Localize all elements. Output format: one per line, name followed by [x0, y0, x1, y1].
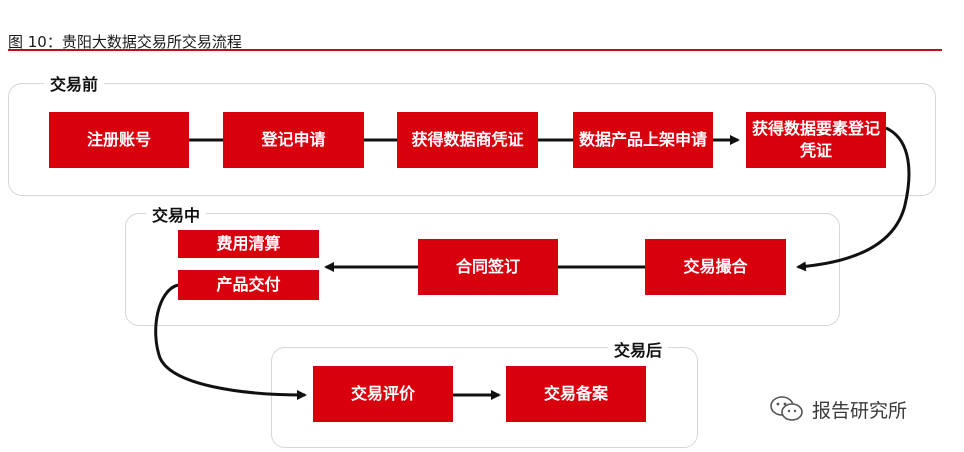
step-delivery: 产品交付 — [178, 270, 319, 300]
step-merchant-cert: 获得数据商凭证 — [397, 112, 538, 168]
figure-title: 图 10：贵阳大数据交易所交易流程 — [8, 33, 242, 51]
wechat-icon — [770, 396, 803, 421]
watermark-text: 报告研究所 — [812, 399, 908, 422]
step-settlement: 费用清算 — [178, 230, 319, 258]
step-listing: 数据产品上架申请 — [573, 112, 713, 168]
watermark: 报告研究所 — [768, 395, 907, 423]
step-register: 注册账号 — [49, 112, 189, 168]
step-element-cert: 获得数据要素登记凭证 — [746, 112, 886, 168]
step-filing: 交易备案 — [506, 366, 646, 422]
stage-mid-label: 交易中 — [146, 202, 207, 226]
stage-pre-label: 交易前 — [44, 71, 105, 95]
step-apply: 登记申请 — [223, 112, 364, 168]
step-contract: 合同签订 — [418, 239, 558, 295]
stage-post-label: 交易后 — [608, 337, 669, 361]
title-divider — [8, 49, 942, 51]
step-evaluation: 交易评价 — [313, 366, 453, 422]
step-matching: 交易撮合 — [645, 239, 786, 295]
